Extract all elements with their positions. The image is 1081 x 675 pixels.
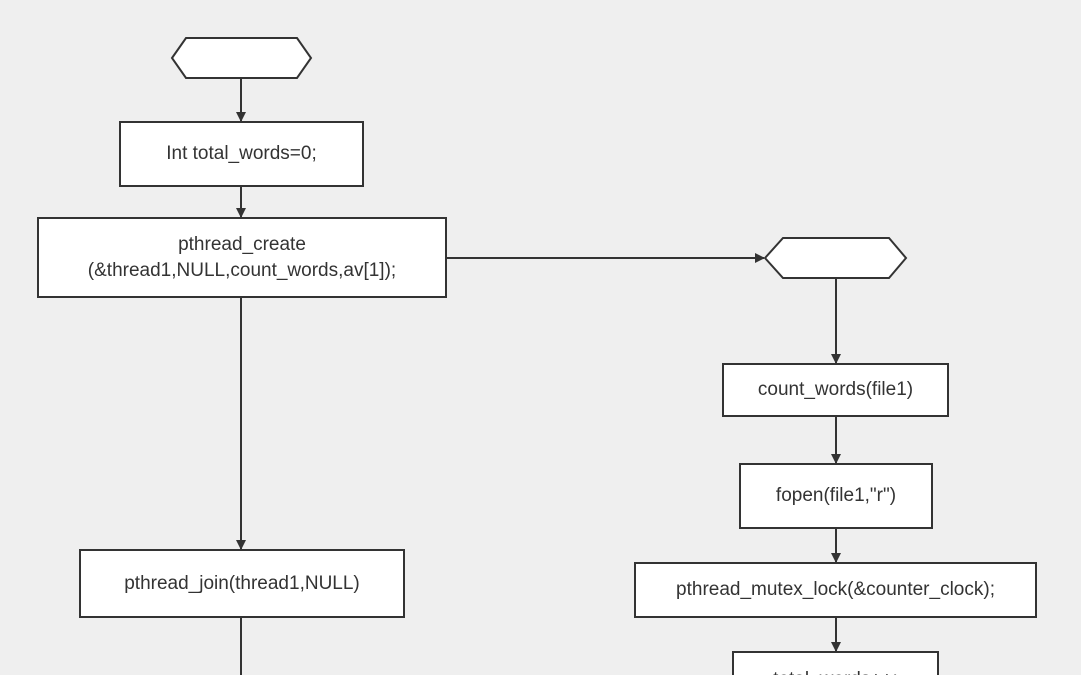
main-start-terminal[interactable]	[170, 37, 313, 79]
process-mutex-lock-label: pthread_mutex_lock(&counter_clock);	[676, 579, 995, 600]
process-fopen[interactable]: fopen(file1,"r")	[739, 463, 933, 529]
process-pthread-create-label: pthread_create (&thread1,NULL,count_word…	[87, 233, 397, 281]
process-init-total-words-label: Int total_words=0;	[166, 143, 317, 164]
process-pthread-create[interactable]: pthread_create (&thread1,NULL,count_word…	[37, 217, 447, 298]
process-pthread-join[interactable]: pthread_join(thread1,NULL)	[79, 549, 405, 618]
process-count-words[interactable]: count_words(file1)	[722, 363, 949, 417]
process-next-step-partial-label: total_words++;	[773, 667, 898, 675]
process-fopen-label: fopen(file1,"r")	[775, 485, 897, 506]
process-count-words-label: count_words(file1)	[757, 379, 914, 400]
process-mutex-lock[interactable]: pthread_mutex_lock(&counter_clock);	[634, 562, 1037, 618]
process-next-step-partial[interactable]: total_words++;	[732, 651, 939, 675]
process-pthread-join-label: pthread_join(thread1,NULL)	[124, 572, 360, 594]
process-init-total-words[interactable]: Int total_words=0;	[119, 121, 364, 187]
worker-start-terminal[interactable]	[763, 237, 908, 279]
